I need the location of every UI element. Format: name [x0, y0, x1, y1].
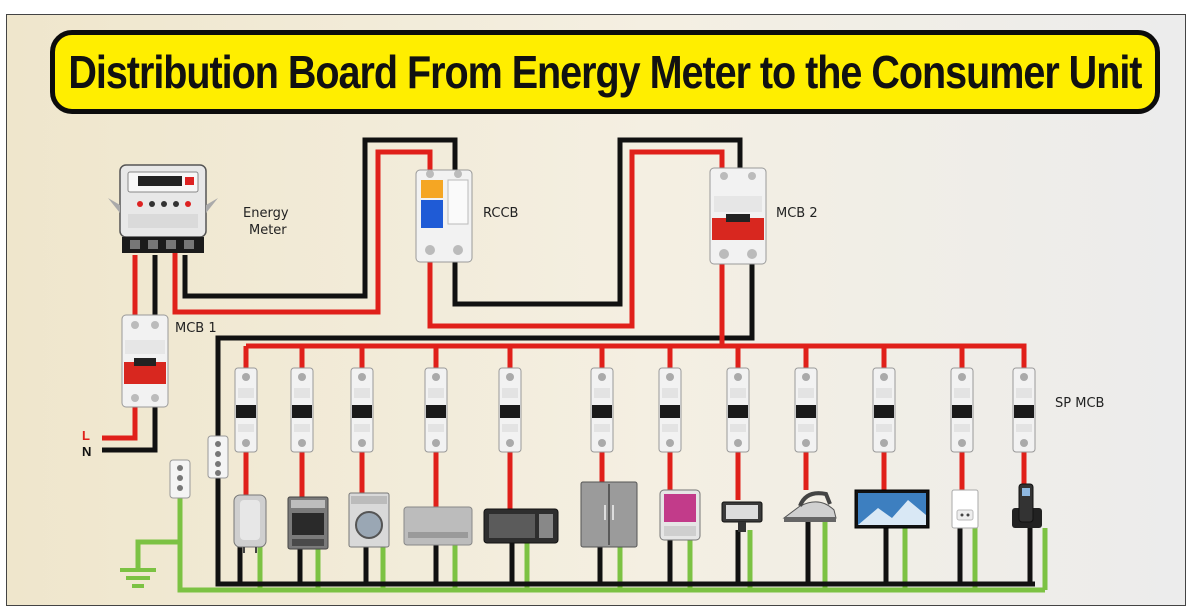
neutral-label: N: [82, 444, 92, 459]
sp-mcb-6: [590, 367, 614, 453]
energy-meter-label-line1: Energy: [243, 206, 289, 221]
energy-meter-label: Energy Meter: [243, 205, 289, 239]
mcb2-label: MCB 2: [776, 206, 818, 221]
clothes-iron-icon: [782, 491, 837, 522]
wall-socket-icon: [951, 489, 979, 529]
earth-terminal-block: [169, 459, 191, 499]
sp-mcb-12: [1012, 367, 1036, 453]
sp-mcb-8: [726, 367, 750, 453]
sp-mcb-4: [424, 367, 448, 453]
page-title: Distribution Board From Energy Meter to …: [68, 46, 1142, 98]
water-heater-icon: [233, 494, 267, 553]
sp-mcb-5: [498, 367, 522, 453]
sp-mcb-9: [794, 367, 818, 453]
rccb-device: [415, 169, 473, 263]
title-banner: Distribution Board From Energy Meter to …: [50, 30, 1160, 114]
air-conditioner-icon: [403, 506, 473, 546]
sp-mcb-7: [658, 367, 682, 453]
sp-mcb-10: [872, 367, 896, 453]
live-wires: [102, 149, 1027, 510]
sp-mcb-row: [234, 367, 1036, 453]
mcb2-device: [709, 167, 767, 265]
air-cooler-icon: [659, 489, 701, 541]
cordless-phone-icon: [1012, 483, 1042, 528]
energy-meter: [108, 164, 218, 253]
sp-mcb-1: [234, 367, 258, 453]
microwave-icon: [483, 508, 559, 544]
mcb1-device: [121, 314, 169, 408]
live-label: L: [82, 428, 90, 443]
neutral-wires: [102, 137, 1035, 587]
earth-symbol: [120, 568, 156, 588]
sp-mcb-2: [290, 367, 314, 453]
oven-icon: [287, 496, 329, 550]
washing-machine-icon: [348, 492, 390, 548]
rccb-label: RCCB: [483, 206, 519, 221]
mcb1-label: MCB 1: [175, 321, 217, 336]
sp-mcb-label: SP MCB: [1055, 396, 1105, 411]
floodlight-icon: [721, 501, 763, 532]
appliance-row: [233, 481, 1042, 553]
television-icon: [854, 489, 930, 529]
refrigerator-icon: [580, 481, 638, 548]
energy-meter-label-line2: Meter: [249, 223, 287, 238]
sp-mcb-11: [950, 367, 974, 453]
earth-wires: [135, 482, 1048, 593]
neutral-terminal-block: [207, 435, 229, 479]
sp-mcb-3: [350, 367, 374, 453]
